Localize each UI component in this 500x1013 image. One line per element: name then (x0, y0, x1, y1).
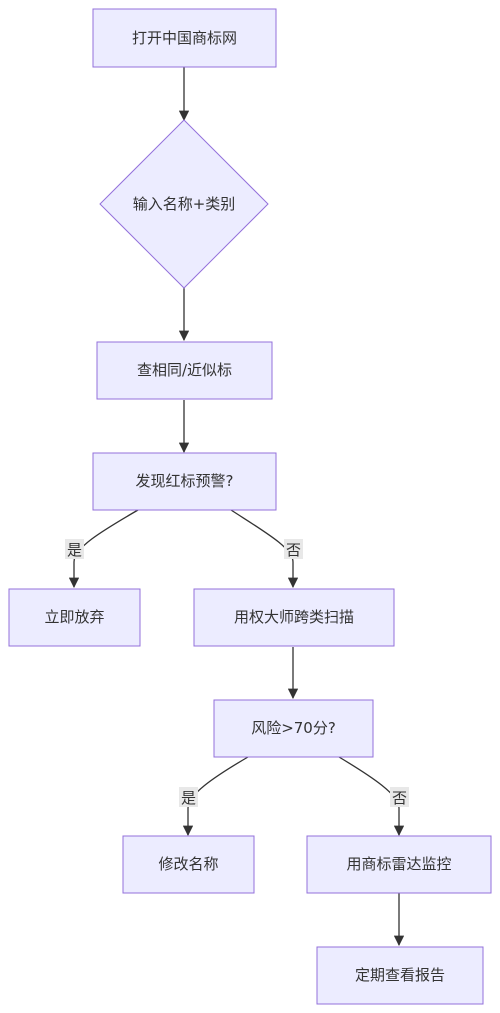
node-scan-label: 用权大师跨类扫描 (234, 608, 354, 626)
node-rename-label: 修改名称 (158, 855, 218, 873)
edge-warning-to-giveup (68, 509, 139, 589)
edge-label-warning-no: 否 (286, 541, 301, 559)
edge-label-warning-yes: 是 (67, 541, 82, 559)
node-give-up-label: 立即放弃 (44, 608, 104, 626)
edge-label-bg-warning-no (284, 539, 303, 559)
node-give-up: 立即放弃 (8, 588, 141, 647)
edge-risk-to-rename (182, 756, 249, 837)
node-enter-name: 输入名称+类别 (99, 119, 269, 289)
node-check-similar: 查相同/近似标 (96, 341, 273, 400)
node-report-label: 定期查看报告 (355, 966, 445, 984)
node-risk-label: 风险>70分? (251, 719, 336, 737)
edge-labels: 是 否 是 否 (65, 539, 409, 807)
edge-risk-to-radar (338, 756, 405, 837)
edge-label-bg-risk-no (390, 787, 409, 807)
node-scan: 用权大师跨类扫描 (193, 588, 395, 647)
node-enter-name-label: 输入名称+类别 (133, 195, 236, 213)
node-open-site: 打开中国商标网 (92, 8, 277, 68)
node-rename: 修改名称 (122, 835, 255, 894)
node-open-site-label: 打开中国商标网 (132, 29, 237, 47)
node-report: 定期查看报告 (316, 946, 484, 1005)
node-check-similar-label: 查相同/近似标 (137, 361, 232, 379)
node-risk: 风险>70分? (213, 699, 374, 758)
node-radar: 用商标雷达监控 (306, 835, 492, 894)
edges (68, 67, 405, 947)
nodes: 打开中国商标网 输入名称+类别 查相同/近似标 发现红标预警? 立即放弃 用权大… (8, 8, 492, 1005)
edge-label-bg-risk-yes (179, 787, 198, 807)
node-red-warning: 发现红标预警? (92, 452, 277, 511)
edge-label-bg-warning-yes (65, 539, 84, 559)
edge-warning-to-scan (230, 509, 299, 589)
node-red-warning-label: 发现红标预警? (136, 472, 234, 490)
edge-label-risk-no: 否 (392, 789, 407, 807)
node-radar-label: 用商标雷达监控 (346, 855, 451, 873)
edge-label-risk-yes: 是 (181, 789, 196, 807)
